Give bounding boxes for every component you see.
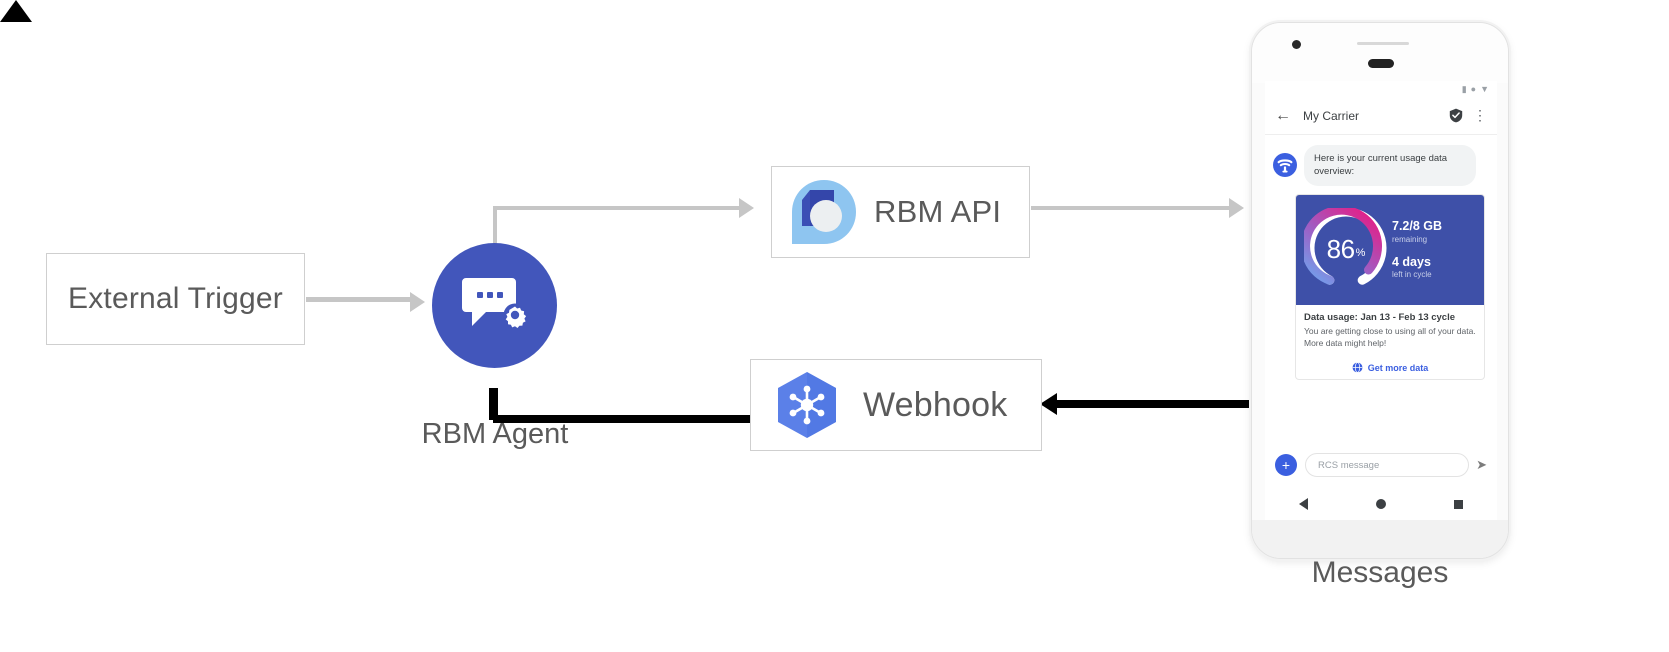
arrow-webhook-to-agent [0, 0, 755, 423]
wifi-icon: ● [1470, 83, 1477, 94]
rcs-message-input[interactable]: RCS message [1305, 453, 1470, 477]
phone-mockup: ▮ ● ▼ ← My Carrier ⋮ [1251, 22, 1509, 559]
rbm-agent-label: RBM Agent [421, 418, 569, 450]
android-nav-bar [1265, 487, 1497, 521]
get-more-data-label: Get more data [1367, 362, 1429, 373]
carrier-wifi-avatar-icon [1273, 153, 1297, 177]
arrow-line [1055, 400, 1253, 408]
data-remaining-caption: remaining [1392, 234, 1428, 244]
arrow-head [739, 198, 754, 218]
rbm-api-logo-icon [790, 178, 858, 246]
message-row: Here is your current usage data overview… [1265, 145, 1497, 186]
signal-icon: ▮ [1461, 83, 1467, 94]
rich-card[interactable]: 86% 7.2/8 GB remaining 4 days left in cy… [1295, 193, 1485, 381]
gauge-value: 86 [1326, 234, 1355, 265]
arrow-line [306, 297, 410, 302]
hero-stats: 7.2/8 GB remaining 4 days left in cycle [1388, 218, 1484, 280]
nav-back-icon[interactable] [1299, 498, 1308, 510]
get-more-data-button[interactable]: Get more data [1304, 356, 1476, 374]
plus-icon[interactable]: + [1275, 454, 1297, 476]
arrow-line [1031, 206, 1231, 210]
rich-card-title: Data usage: Jan 13 - Feb 13 cycle [1304, 311, 1456, 323]
arrow-head [0, 0, 32, 22]
arrow-head [1040, 393, 1057, 415]
external-trigger-node[interactable]: External Trigger [46, 253, 305, 345]
overflow-menu-icon[interactable]: ⋮ [1473, 107, 1487, 123]
app-bar: ← My Carrier ⋮ [1265, 97, 1497, 135]
rbm-api-label: RBM API [874, 194, 1002, 229]
days-left-caption: left in cycle [1392, 270, 1432, 280]
chat-gear-icon [461, 277, 526, 328]
rbm-api-node[interactable]: RBM API [771, 166, 1030, 258]
rbm-agent-node[interactable] [432, 243, 557, 368]
front-camera-icon [1292, 40, 1301, 49]
conversation-area: Here is your current usage data overview… [1265, 135, 1497, 453]
earpiece-speaker [1368, 59, 1394, 68]
verified-shield-icon [1449, 108, 1463, 123]
status-bar: ▮ ● ▼ [1265, 81, 1497, 97]
rich-card-description: You are getting close to using all of yo… [1304, 325, 1476, 348]
message-bubble: Here is your current usage data overview… [1304, 145, 1476, 186]
globe-icon [1352, 362, 1363, 374]
gauge-value-group: 86% [1304, 208, 1388, 292]
data-remaining-value: 7.2/8 GB [1392, 218, 1443, 233]
arrow-head [410, 292, 425, 312]
send-icon[interactable]: ➤ [1476, 457, 1487, 472]
rich-card-body: Data usage: Jan 13 - Feb 13 cycle You ar… [1296, 305, 1484, 380]
phone-bottom-bezel [1252, 520, 1508, 558]
battery-icon: ▼ [1480, 83, 1489, 94]
arrow-line-vertical [489, 388, 498, 420]
rich-card-hero: 86% 7.2/8 GB remaining 4 days left in cy… [1296, 194, 1484, 305]
arrow-line-horizontal [493, 415, 755, 423]
days-left-value: 4 days [1392, 254, 1431, 269]
usage-gauge: 86% [1301, 205, 1388, 292]
webhook-hexagon-icon [769, 367, 845, 443]
message-composer: + RCS message ➤ [1265, 443, 1497, 487]
phone-top-bezel [1252, 23, 1508, 83]
conversation-title: My Carrier [1303, 108, 1359, 123]
arrow-line-vertical [493, 206, 497, 248]
nav-recents-icon[interactable] [1454, 499, 1463, 509]
messages-label: Messages [1311, 556, 1449, 589]
phone-screen: ▮ ● ▼ ← My Carrier ⋮ [1265, 81, 1497, 521]
arrow-head [1229, 198, 1244, 218]
sensor-line [1357, 42, 1409, 45]
webhook-node[interactable]: Webhook [750, 359, 1042, 451]
webhook-label: Webhook [863, 385, 1008, 424]
arrow-line-horizontal [493, 206, 739, 210]
nav-home-icon[interactable] [1376, 499, 1386, 509]
external-trigger-label: External Trigger [68, 282, 283, 315]
gauge-unit: % [1355, 246, 1366, 259]
back-arrow-icon[interactable]: ← [1275, 106, 1291, 124]
